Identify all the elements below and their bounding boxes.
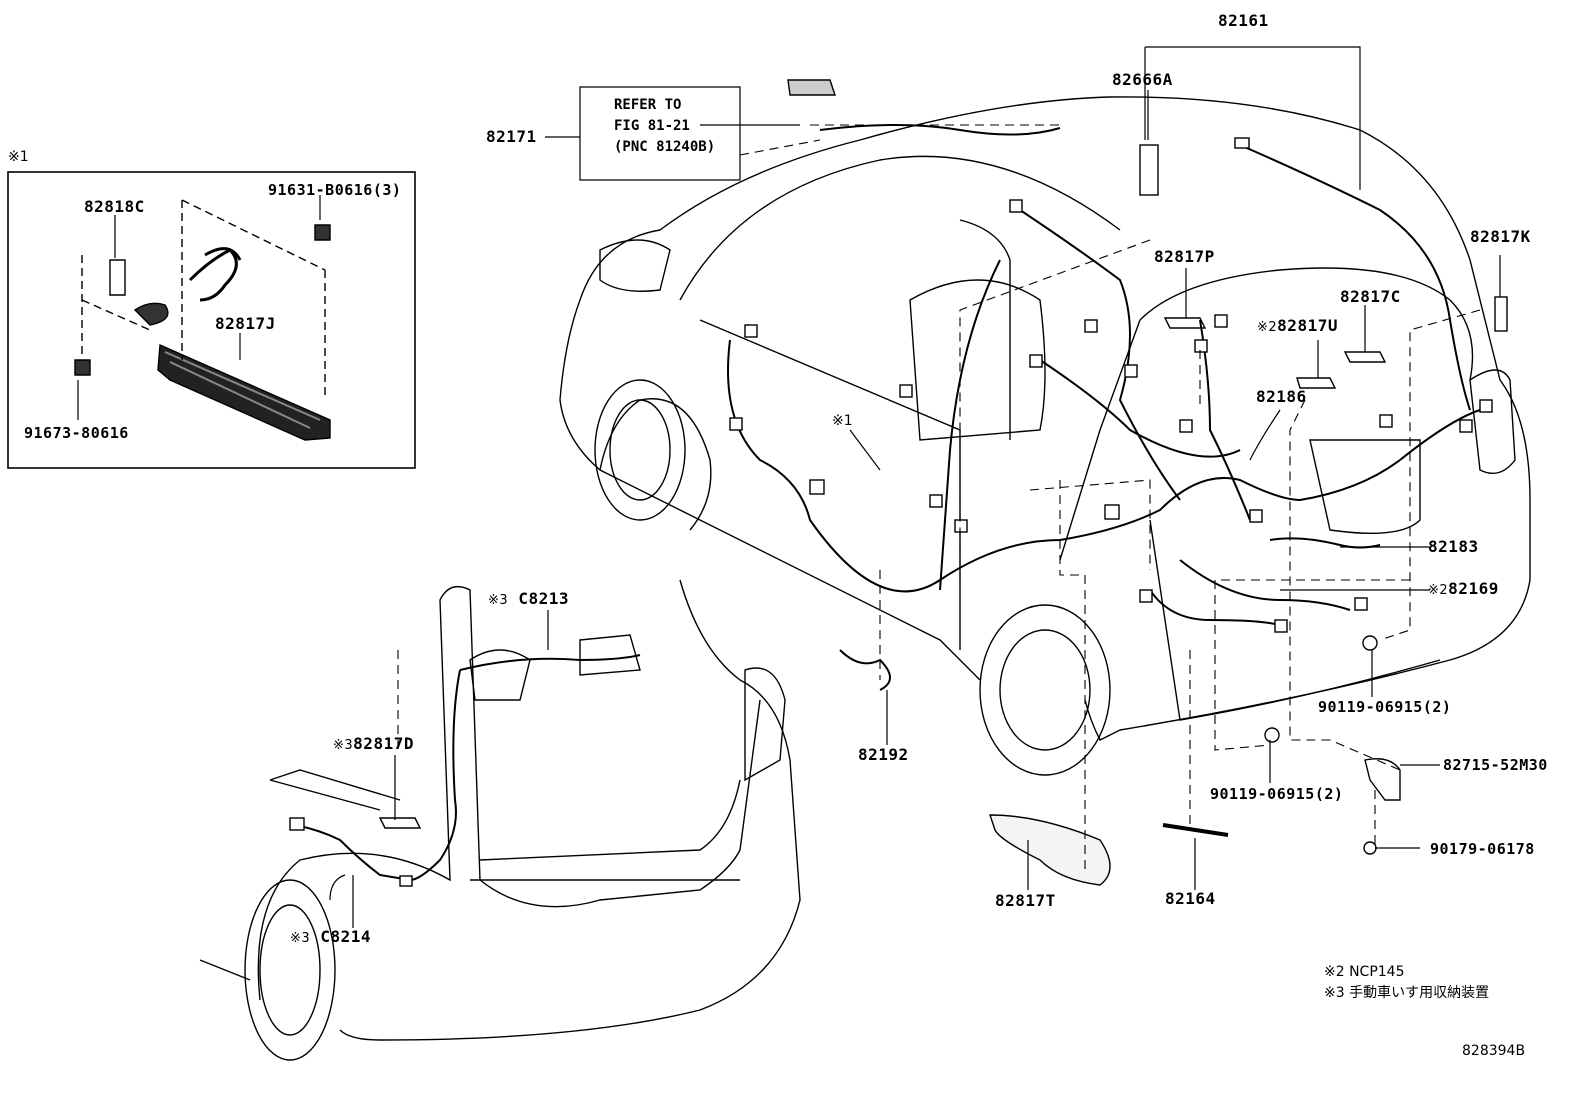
label-91631-b0616: 91631-B0616(3)	[268, 181, 402, 199]
refer-line-1: REFER TO	[614, 97, 682, 113]
label-82161: 82161	[1218, 11, 1269, 30]
vehicle-body	[559, 96, 1531, 776]
label-82818c: 82818C	[84, 197, 145, 216]
leader-lines	[77, 46, 1501, 928]
label-c8214: ※3 C8214	[290, 928, 371, 948]
label-82169: ※282169	[1428, 580, 1499, 600]
refer-line-3: (PNC 81240B)	[614, 139, 716, 155]
label-82666a: 82666A	[1112, 70, 1173, 89]
label-82715-52m30: 82715-52M30	[1443, 756, 1548, 774]
inset-frame	[7, 171, 416, 469]
label-82817d-code: 82817D	[353, 734, 414, 753]
label-82164: 82164	[1165, 889, 1216, 908]
dashed-lines	[397, 124, 1481, 870]
label-82817k: 82817K	[1470, 227, 1531, 246]
label-90119-06915-b: 90119-06915(2)	[1210, 785, 1344, 803]
marker-3: ※3	[333, 738, 354, 753]
label-82817j: 82817J	[215, 314, 276, 333]
separate-parts	[378, 79, 1508, 886]
marker-3: ※3	[488, 593, 509, 608]
marker-3: ※3	[290, 931, 311, 946]
label-82817u-code: 82817U	[1277, 316, 1338, 335]
label-90119-06915-a: 90119-06915(2)	[1318, 698, 1452, 716]
label-82817d: ※382817D	[333, 735, 414, 755]
label-82169-code: 82169	[1448, 579, 1499, 598]
label-82186: 82186	[1256, 387, 1307, 406]
inset-protector-drawing	[74, 199, 331, 441]
label-82817p: 82817P	[1154, 247, 1215, 266]
label-91673-80616: 91673-80616	[24, 424, 129, 442]
legend-note-3: ※3 手動車いす用収納装置	[1324, 985, 1490, 1001]
label-82817c: 82817C	[1340, 287, 1401, 306]
marker-2: ※2	[1428, 583, 1449, 598]
inset-marker: ※1	[8, 149, 29, 165]
label-82192: 82192	[858, 745, 909, 764]
label-c8213-code: C8213	[518, 589, 569, 608]
legend-note-2: ※2 NCP145	[1324, 964, 1405, 980]
connectors	[729, 137, 1493, 633]
figure-code: 828394B	[1462, 1043, 1526, 1059]
label-90179-06178: 90179-06178	[1430, 840, 1535, 858]
marker-1-callout: ※1	[832, 413, 853, 429]
label-c8214-code: C8214	[320, 927, 371, 946]
label-82183: 82183	[1428, 537, 1479, 556]
refer-line-2: FIG 81-21	[614, 118, 690, 134]
label-c8213: ※3 C8213	[488, 590, 569, 610]
marker-2: ※2	[1257, 320, 1278, 335]
label-82817u: ※282817U	[1257, 317, 1338, 337]
label-82817t: 82817T	[995, 891, 1056, 910]
label-82171: 82171	[486, 127, 537, 146]
back-door-view	[199, 579, 801, 1061]
